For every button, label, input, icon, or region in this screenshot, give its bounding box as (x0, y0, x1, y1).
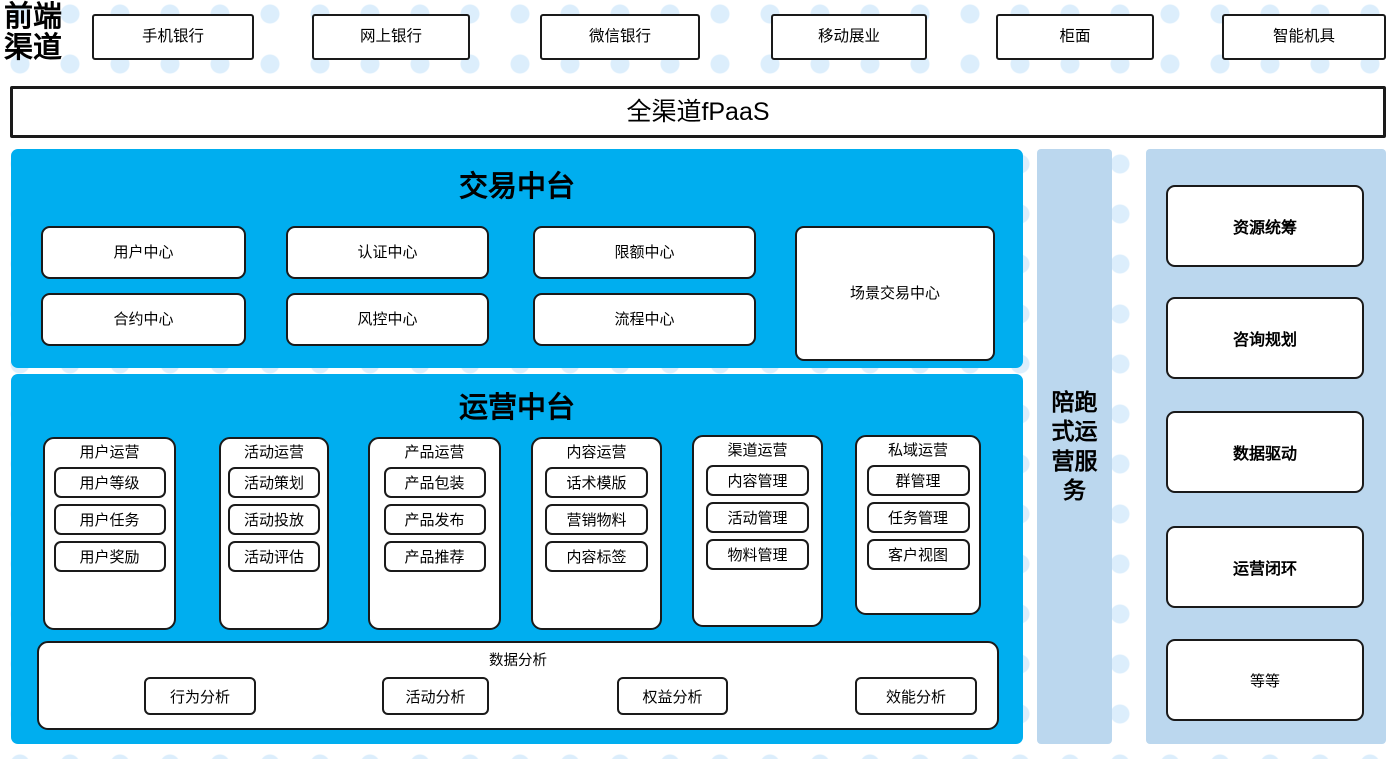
trade-box-user-center[interactable]: 用户中心 (41, 226, 246, 279)
trade-box-label: 认证中心 (357, 243, 418, 261)
op-column-channel-operation[interactable]: 渠道运营 内容管理 活动管理 物料管理 (692, 435, 823, 627)
service-card-etc[interactable]: 等等 (1166, 639, 1364, 721)
trade-box-label: 限额中心 (614, 243, 675, 261)
accompany-service-label: 陪跑 式运 营服 务 (1051, 388, 1098, 503)
channel-box-online-bank[interactable]: 网上银行 (312, 14, 470, 60)
op-column-user-operation[interactable]: 用户运营 用户等级 用户任务 用户奖励 (43, 437, 176, 630)
service-card-consulting-planning[interactable]: 咨询规划 (1166, 297, 1364, 379)
channel-box-label: 微信银行 (588, 28, 651, 46)
fpaas-label: 全渠道fPaaS (626, 97, 770, 126)
op-item[interactable]: 用户任务 (53, 503, 166, 535)
operation-platform-title: 运营中台 (458, 392, 575, 424)
op-item[interactable]: 活动评估 (228, 540, 320, 572)
op-item[interactable]: 营销物料 (545, 503, 648, 535)
channel-box-label: 柜面 (1059, 28, 1091, 46)
op-item[interactable]: 用户奖励 (53, 540, 166, 572)
trade-box-contract-center[interactable]: 合约中心 (41, 293, 246, 346)
data-analysis-item[interactable]: 权益分析 (617, 677, 728, 715)
channel-box-smart-machine[interactable]: 智能机具 (1222, 14, 1386, 60)
channel-box-label: 智能机具 (1272, 28, 1335, 46)
channel-box-mobile-business[interactable]: 移动展业 (771, 14, 927, 60)
channel-box-label: 网上银行 (359, 28, 422, 46)
channel-box-label: 移动展业 (817, 28, 880, 46)
op-item[interactable]: 客户视图 (866, 538, 970, 570)
op-column-private-domain-operation[interactable]: 私域运营 群管理 任务管理 客户视图 (855, 435, 981, 615)
op-item[interactable]: 活动管理 (706, 501, 809, 533)
fpaas-bar[interactable]: 全渠道fPaaS (10, 86, 1386, 138)
trade-box-risk-center[interactable]: 风控中心 (286, 293, 489, 346)
trade-box-label: 合约中心 (113, 310, 174, 328)
service-card-operation-closed-loop[interactable]: 运营闭环 (1166, 526, 1364, 608)
op-column-content-operation[interactable]: 内容运营 话术模版 营销物料 内容标签 (531, 437, 662, 630)
op-item[interactable]: 活动策划 (228, 466, 320, 498)
op-item[interactable]: 物料管理 (706, 538, 809, 570)
op-item[interactable]: 话术模版 (545, 466, 648, 498)
op-column-activity-operation[interactable]: 活动运营 活动策划 活动投放 活动评估 (219, 437, 329, 630)
trade-box-label: 风控中心 (357, 310, 418, 328)
service-capability-column: 资源统筹 咨询规划 数据驱动 运营闭环 等等 (1146, 149, 1386, 744)
op-column-title: 内容运营 (566, 444, 627, 461)
trade-box-label: 流程中心 (614, 310, 675, 328)
op-item[interactable]: 产品包装 (383, 466, 486, 498)
op-item[interactable]: 内容管理 (706, 464, 809, 496)
data-analysis-item[interactable]: 效能分析 (855, 677, 977, 715)
op-column-title: 私域运营 (887, 442, 948, 459)
op-column-title: 用户运营 (79, 444, 140, 461)
channel-box-wechat-bank[interactable]: 微信银行 (540, 14, 700, 60)
data-analysis-item[interactable]: 行为分析 (144, 677, 256, 715)
data-analysis-item[interactable]: 活动分析 (382, 677, 489, 715)
op-item[interactable]: 活动投放 (228, 503, 320, 535)
op-column-title: 产品运营 (404, 444, 465, 461)
op-column-title: 活动运营 (243, 444, 304, 461)
op-item[interactable]: 任务管理 (866, 501, 970, 533)
channel-box-label: 手机银行 (141, 28, 204, 46)
trade-box-process-center[interactable]: 流程中心 (533, 293, 756, 346)
op-item[interactable]: 内容标签 (545, 540, 648, 572)
front-channel-label: 前端 渠道 (4, 1, 63, 65)
op-column-title: 渠道运营 (727, 442, 788, 459)
trade-box-scene-transaction-center[interactable]: 场景交易中心 (795, 226, 995, 361)
trade-platform-title: 交易中台 (458, 171, 575, 203)
op-column-product-operation[interactable]: 产品运营 产品包装 产品发布 产品推荐 (368, 437, 501, 630)
trade-box-label: 用户中心 (113, 243, 174, 261)
op-item[interactable]: 产品发布 (383, 503, 486, 535)
op-item[interactable]: 用户等级 (53, 466, 166, 498)
data-analysis-title: 数据分析 (489, 653, 547, 669)
service-card-resource-coordination[interactable]: 资源统筹 (1166, 185, 1364, 267)
op-item[interactable]: 产品推荐 (383, 540, 486, 572)
trade-box-limit-center[interactable]: 限额中心 (533, 226, 756, 279)
service-card-data-driven[interactable]: 数据驱动 (1166, 411, 1364, 493)
channel-box-mobile-bank[interactable]: 手机银行 (92, 14, 254, 60)
trade-box-auth-center[interactable]: 认证中心 (286, 226, 489, 279)
data-analysis-box[interactable]: 数据分析 行为分析 活动分析 权益分析 效能分析 (37, 641, 999, 730)
trade-box-label: 场景交易中心 (849, 284, 940, 302)
accompany-service-column: 陪跑 式运 营服 务 (1037, 149, 1112, 744)
op-item[interactable]: 群管理 (866, 464, 970, 496)
channel-box-counter[interactable]: 柜面 (996, 14, 1154, 60)
